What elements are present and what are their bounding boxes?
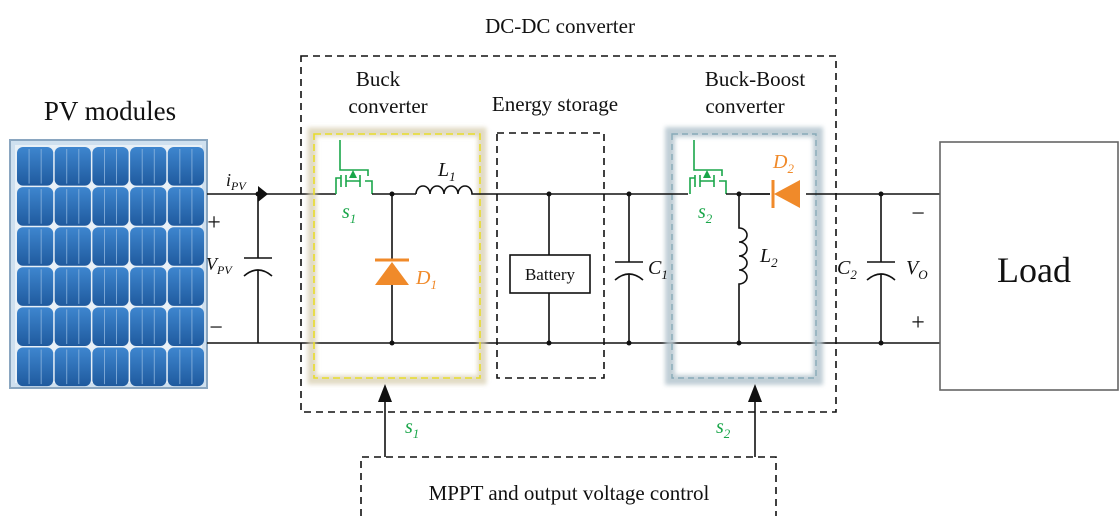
dcdc-boundary <box>300 55 837 413</box>
pv-cell <box>130 147 167 186</box>
pv-cell <box>167 347 204 387</box>
buck-highlight <box>307 127 487 385</box>
pv-cell <box>17 147 54 186</box>
pv-cell <box>17 227 54 266</box>
pv-plus-sign: + <box>207 210 221 236</box>
ipv-label: iPV <box>226 170 247 193</box>
buckboost-boundary <box>671 133 817 379</box>
battery-box <box>509 254 591 294</box>
battery-label: Battery <box>525 265 576 284</box>
buckboost-title-line1: Buck-Boost <box>705 67 806 91</box>
switch-s1-icon <box>335 140 373 194</box>
s2-label: s2 <box>698 201 713 226</box>
pv-cell <box>167 307 204 346</box>
pv-cell <box>130 187 167 226</box>
pv-cell <box>92 227 129 266</box>
l2-label: L2 <box>759 245 778 270</box>
pv-panel-icon <box>9 139 208 389</box>
vpv-label: VPV <box>206 254 233 277</box>
pv-cell <box>167 147 204 186</box>
s2-control-label: s2 <box>716 416 731 441</box>
s1-label: s1 <box>342 201 356 226</box>
capacitor-c2-icon <box>866 194 896 343</box>
buckboost-title-line2: converter <box>705 94 784 118</box>
d1-label: D1 <box>415 267 437 292</box>
control-label: MPPT and output voltage control <box>429 481 710 505</box>
pv-cell <box>17 347 54 387</box>
vo-plus-sign: + <box>911 310 925 336</box>
load-box <box>939 141 1119 391</box>
capacitor-c1-icon <box>614 194 644 343</box>
buckboost-highlight <box>665 127 823 385</box>
pv-cell <box>54 267 91 306</box>
dcdc-title: DC-DC converter <box>485 14 635 38</box>
pv-cell <box>54 147 91 186</box>
diode-d2-icon <box>771 180 800 208</box>
storage-title: Energy storage <box>492 92 618 116</box>
pv-cell <box>130 267 167 306</box>
pv-cell <box>167 227 204 266</box>
pv-cell <box>92 267 129 306</box>
pv-cell <box>54 227 91 266</box>
c2-label: C2 <box>837 257 857 282</box>
pv-cell <box>54 307 91 346</box>
pv-cell <box>92 307 129 346</box>
pv-cell <box>54 187 91 226</box>
d2-label: D2 <box>772 151 794 176</box>
vo-label: VO <box>906 257 928 282</box>
pv-cell <box>130 307 167 346</box>
pv-title: PV modules <box>44 96 176 126</box>
storage-boundary <box>496 132 605 379</box>
pv-cell <box>92 347 129 387</box>
input-capacitor-icon <box>243 194 273 343</box>
c1-label: C1 <box>648 257 668 282</box>
s1-arrow-icon <box>378 384 392 402</box>
s1-control-label: s1 <box>405 416 419 441</box>
buck-title-line2: converter <box>348 94 427 118</box>
pv-cell <box>17 187 54 226</box>
l1-label: L1 <box>437 159 456 184</box>
buck-boundary <box>313 133 481 379</box>
inductor-l2-icon <box>738 194 748 343</box>
pv-cell <box>92 187 129 226</box>
inductor-l1-icon <box>415 185 940 195</box>
pv-cell <box>54 347 91 387</box>
pv-cell <box>167 267 204 306</box>
pv-cell <box>167 187 204 226</box>
load-label: Load <box>997 250 1071 290</box>
pv-cell <box>130 227 167 266</box>
ipv-arrow-icon <box>258 186 268 202</box>
pv-cell <box>17 307 54 346</box>
switch-s2-icon <box>689 140 727 194</box>
control-boundary <box>360 456 777 516</box>
vo-minus-sign: − <box>911 201 925 227</box>
s2-arrow-icon <box>748 384 762 402</box>
diode-d1-icon <box>375 258 409 285</box>
pv-cell <box>92 147 129 186</box>
pv-cell <box>17 267 54 306</box>
pv-minus-sign: − <box>209 315 223 341</box>
pv-cell <box>130 347 167 387</box>
buck-title-line1: Buck <box>356 67 401 91</box>
